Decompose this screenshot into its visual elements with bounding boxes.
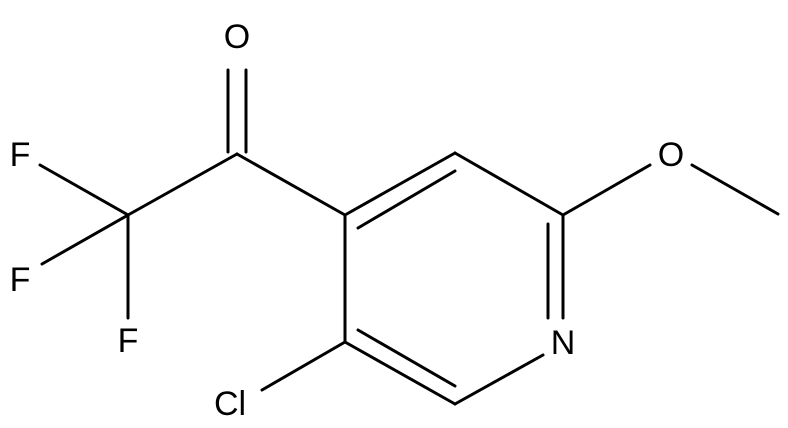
bond-ring-n-c6 — [453, 353, 545, 406]
atom-oxygen-methoxy: O — [658, 136, 684, 174]
bond-cf3-f2 — [40, 213, 130, 266]
bond-ring-c6-c5-inner — [356, 328, 457, 388]
atom-chlorine: Cl — [214, 385, 246, 423]
bond-c2-o-methoxy — [561, 163, 652, 217]
bond-ring-c4-c3 — [343, 151, 457, 217]
bond-o-methyl — [690, 163, 780, 216]
atom-fluorine-2: F — [10, 261, 31, 299]
bond-carbonyl-ring — [235, 152, 347, 217]
bond-cf3-f1 — [38, 163, 130, 217]
atom-nitrogen: N — [551, 324, 576, 362]
bond-ring-c3-c2 — [453, 151, 565, 217]
atom-fluorine-1: F — [10, 136, 31, 174]
atom-oxygen-carbonyl: O — [224, 18, 250, 56]
atom-fluorine-3: F — [118, 322, 139, 360]
bond-carbonyl-cf3 — [126, 152, 239, 217]
bond-ring-c6-c5 — [343, 340, 457, 406]
bond-c5-cl — [260, 340, 347, 392]
bond-ring-c4-c3-inner — [356, 169, 457, 230]
